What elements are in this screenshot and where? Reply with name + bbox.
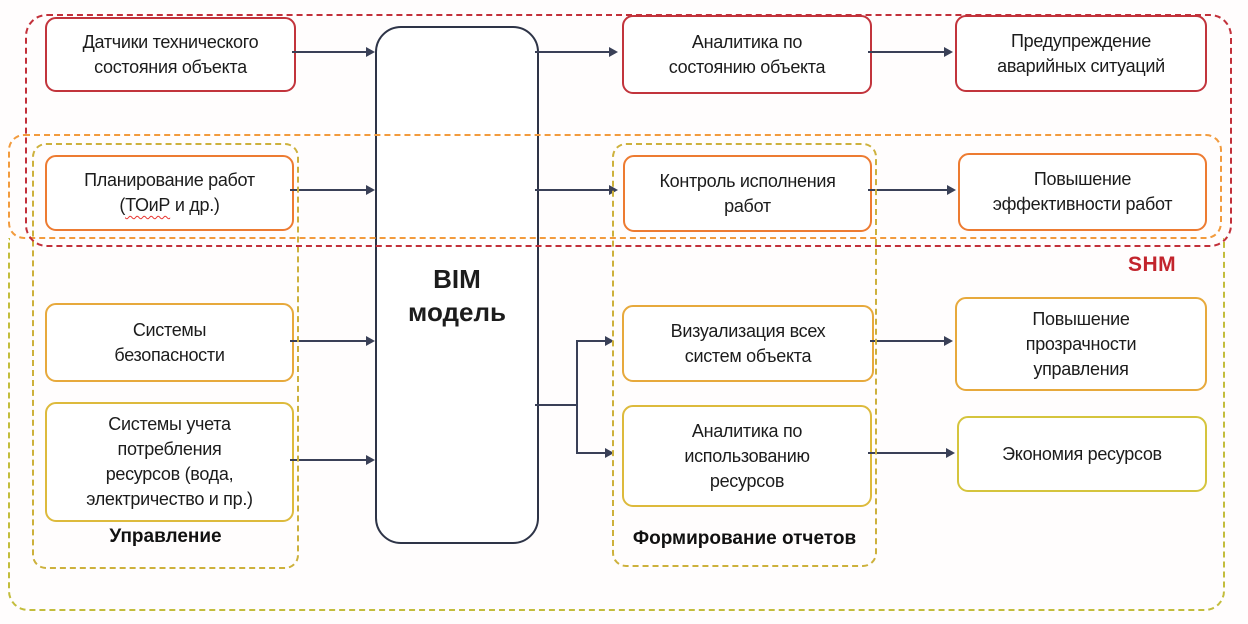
arrowhead-control-to-efficiency: [947, 185, 956, 195]
arrow-metering-to-bim: [290, 459, 368, 461]
arrowhead-planning-to-bim: [366, 185, 375, 195]
box-control-label: Контроль исполнения работ: [659, 170, 836, 216]
arrow-bim-to-resource-analytics: [576, 452, 607, 454]
box-bim-model: BIM модель: [375, 26, 539, 544]
box-prevention-label: Предупреждение аварийных ситуаций: [997, 30, 1165, 76]
box-efficiency-label: Повышение эффективности работ: [992, 169, 1173, 214]
arrowhead-bim-to-analytics-state: [609, 47, 618, 57]
box-control: Контроль исполнения работ: [623, 155, 872, 232]
arrow-security-to-bim: [290, 340, 368, 342]
box-prevention: Предупреждение аварийных ситуаций: [955, 15, 1207, 92]
arrow-analytics-to-prevention: [868, 51, 946, 53]
reports-group-label: Формирование отчетов: [632, 528, 857, 549]
arrowhead-metering-to-bim: [366, 455, 375, 465]
box-metering: Системы учета потребления ресурсов (вода…: [45, 402, 294, 522]
box-efficiency: Повышение эффективности работ: [958, 153, 1207, 231]
box-resource-analytics: Аналитика по использованию ресурсов: [622, 405, 872, 507]
management-group-label: Управление: [109, 526, 222, 547]
box-metering-label: Системы учета потребления ресурсов (вода…: [86, 414, 253, 509]
box-security: Системы безопасности: [45, 303, 294, 382]
box-analytics-state-label: Аналитика по состоянию объекта: [668, 31, 826, 77]
arrow-visualization-to-transparency: [870, 340, 946, 342]
box-visualization: Визуализация всех систем объекта: [622, 305, 874, 382]
arrow-control-to-efficiency: [868, 189, 949, 191]
arrow-bim-to-analytics-state: [535, 51, 610, 53]
arrow-bim-split-stub: [535, 404, 578, 406]
box-security-label: Системы безопасности: [114, 319, 225, 365]
box-transparency-label: Повышение прозрачности управления: [1025, 308, 1137, 379]
arrowhead-resource-to-savings: [946, 448, 955, 458]
arrowhead-analytics-to-prevention: [944, 47, 953, 57]
arrow-resource-to-savings: [868, 452, 948, 454]
arrowhead-bim-to-visualization: [605, 336, 614, 346]
box-sensors-label: Датчики технического состояния объекта: [82, 31, 259, 77]
arrowhead-visualization-to-transparency: [944, 336, 953, 346]
arrow-sensors-to-bim: [292, 51, 368, 53]
arrow-planning-to-bim: [290, 189, 368, 191]
arrowhead-bim-to-resource-analytics: [605, 448, 614, 458]
arrow-bim-to-visualization: [576, 340, 607, 342]
box-sensors: Датчики технического состояния объекта: [45, 17, 296, 92]
arrowhead-security-to-bim: [366, 336, 375, 346]
box-savings-label: Экономия ресурсов: [1002, 443, 1162, 464]
box-visualization-label: Визуализация всех систем объекта: [670, 320, 826, 366]
box-savings: Экономия ресурсов: [957, 416, 1207, 492]
planning-wavy-text: ТОиР: [125, 195, 171, 215]
box-analytics-state: Аналитика по состоянию объекта: [622, 15, 872, 94]
bim-model-label: BIM модель: [408, 264, 506, 327]
arrowhead-bim-to-control: [609, 185, 618, 195]
shm-label: SHM: [1128, 253, 1177, 276]
box-planning-label: Планирование работ (ТОиР и др.): [84, 170, 255, 215]
arrow-bim-to-control: [535, 189, 610, 191]
box-planning: Планирование работ (ТОиР и др.): [45, 155, 294, 231]
box-transparency: Повышение прозрачности управления: [955, 297, 1207, 391]
arrow-bim-split-vertical: [576, 340, 578, 454]
arrowhead-sensors-to-bim: [366, 47, 375, 57]
box-resource-analytics-label: Аналитика по использованию ресурсов: [684, 420, 810, 491]
